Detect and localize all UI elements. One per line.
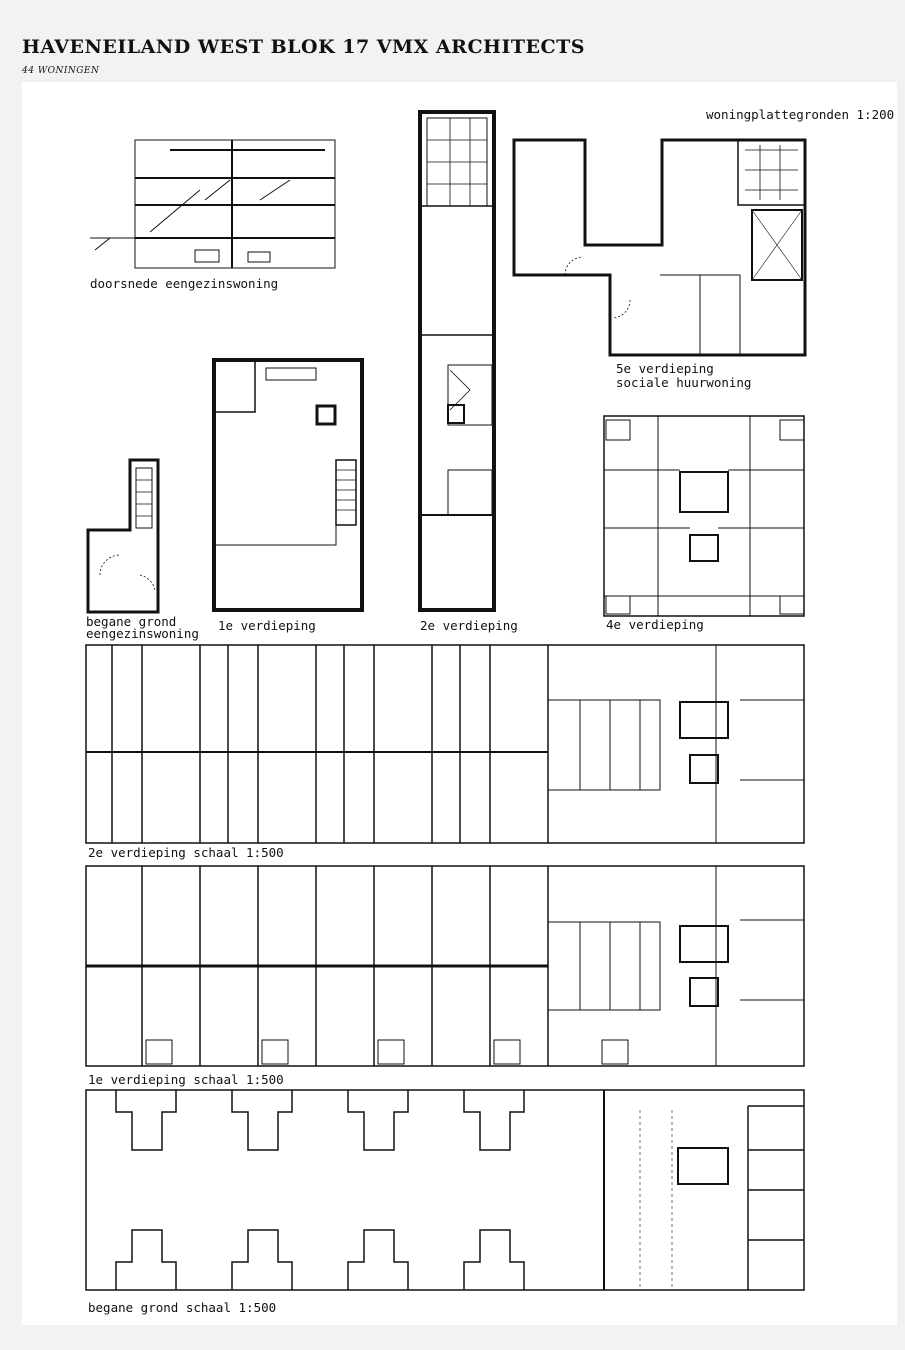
floor2-label: 2e verdieping bbox=[420, 618, 518, 633]
floor1-house-plan bbox=[212, 358, 364, 612]
ground-house-label-line1: begane grond bbox=[86, 614, 177, 629]
site-plan-floor1 bbox=[85, 865, 805, 1067]
ground-house-label-line2: eengezinswoning bbox=[86, 626, 199, 641]
section-drawing bbox=[90, 139, 336, 269]
floor4-plan bbox=[603, 415, 805, 617]
page-subtitle: 44 WONINGEN bbox=[22, 66, 100, 76]
floor5-label-line2: sociale huurwoning bbox=[616, 375, 752, 390]
section-label: doorsnede eengezinswoning bbox=[90, 276, 279, 291]
plan-floor2-label: 2e verdieping schaal 1:500 bbox=[88, 845, 284, 860]
floor1-label: 1e verdieping bbox=[218, 618, 316, 633]
site-plan-ground bbox=[85, 1089, 805, 1291]
site-plan-floor2 bbox=[85, 644, 805, 844]
floor2-house-plan bbox=[418, 110, 496, 612]
scale-note: woningplattegronden 1:200 bbox=[706, 107, 895, 122]
floor4-label: 4e verdieping bbox=[606, 617, 704, 632]
ground-floor-house-plan bbox=[86, 458, 160, 614]
plan-ground-label: begane grond schaal 1:500 bbox=[88, 1300, 277, 1315]
plan-floor1-label: 1e verdieping schaal 1:500 bbox=[88, 1072, 284, 1087]
floor5-label-line1: 5e verdieping bbox=[616, 361, 714, 376]
floor5-social-housing-plan bbox=[512, 138, 807, 357]
page-title: HAVENEILAND WEST BLOK 17 VMX ARCHITECTS bbox=[22, 36, 586, 58]
